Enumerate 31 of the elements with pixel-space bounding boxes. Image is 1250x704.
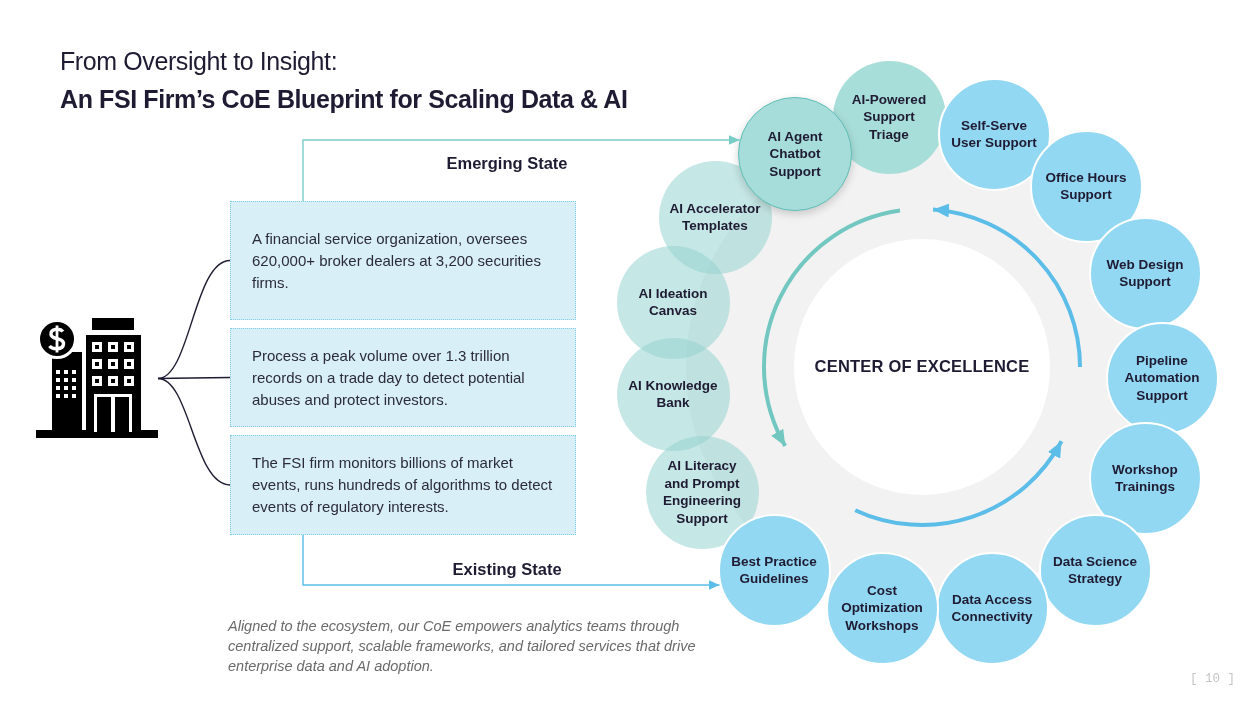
circle-label: AI Literacy and Prompt Engineering Support bbox=[662, 457, 742, 527]
circle-label: Data Science Strategy bbox=[1051, 552, 1138, 588]
circle-label: AI Agent Chatbot Support bbox=[766, 127, 824, 181]
circle-label: Pipeline Automation Support bbox=[1123, 351, 1201, 405]
description-text: Process a peak volume over 1.3 trillion records on a trade day to detect potential abuses and protect investors. bbox=[252, 345, 526, 410]
info-box bbox=[230, 435, 576, 535]
info-box bbox=[230, 328, 576, 427]
arrow bbox=[302, 135, 741, 202]
circle-label: Cost Optimization Workshops bbox=[840, 581, 924, 635]
hub-label: CENTER OF EXCELLENCE bbox=[814, 358, 1030, 376]
circle-label: Best Practice Guidelines bbox=[730, 552, 818, 588]
edge-label: Existing State bbox=[452, 559, 562, 579]
title: From Oversight to Insight: An FSI Firm’s CoE Blueprint for Scaling Data & AI bbox=[60, 46, 628, 115]
edge-label: Emerging State bbox=[446, 153, 568, 173]
circle-label: Web Design Support bbox=[1105, 255, 1185, 291]
circle-label: AI Knowledge Bank bbox=[627, 376, 719, 412]
description-text: A financial service organization, oversees 620,000+ broker dealers at 3,200 securities firms. bbox=[252, 228, 542, 293]
description-text: The FSI firm monitors billions of market events, runs hundreds of algorithms to detect events of regulatory interests. bbox=[252, 453, 554, 517]
page-number: [ 10 ] bbox=[1190, 672, 1235, 686]
connector-line bbox=[157, 377, 231, 486]
circle-label: AI Ideation Canvas bbox=[637, 284, 709, 320]
caption: Aligned to the ecosystem, our CoE empowers analytics teams through centralized support, scalable frameworks, and tailored services that drive enterprise data and AI adoption. bbox=[228, 617, 697, 676]
circle-label: AI-Powered Support Triage bbox=[850, 90, 928, 144]
circle-label: Office Hours Support bbox=[1044, 168, 1128, 204]
circle-label: Self-Serve User Support bbox=[950, 116, 1038, 152]
circle-label: Data Access Connectivity bbox=[950, 590, 1034, 626]
office-building-icon bbox=[36, 318, 158, 439]
arrow bbox=[302, 534, 721, 590]
circle-label: AI Accelerator Templates bbox=[668, 199, 762, 235]
info-box bbox=[230, 201, 576, 320]
circle-label: Workshop Trainings bbox=[1111, 460, 1179, 496]
